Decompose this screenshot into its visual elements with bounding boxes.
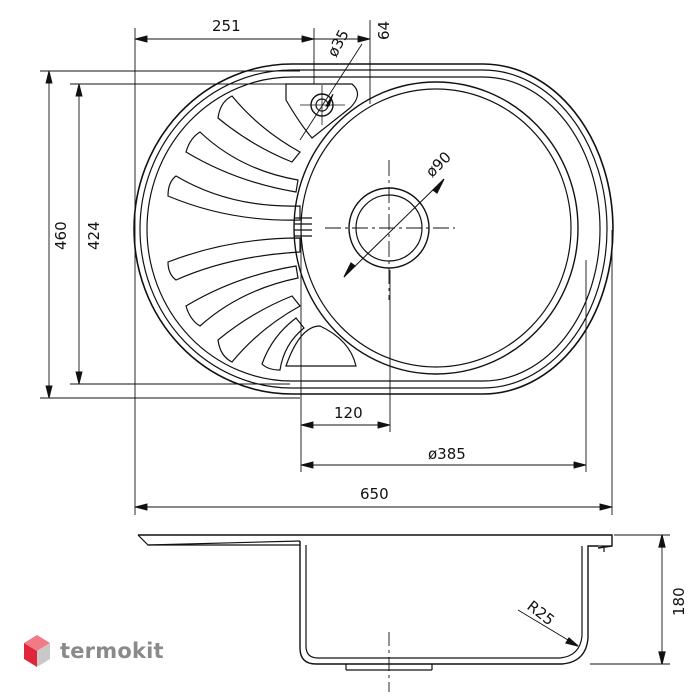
dim-120: 120: [334, 404, 363, 422]
dim-64: 64: [375, 21, 393, 40]
termokit-logo-icon: [24, 635, 50, 667]
dim-650: 650: [360, 485, 389, 503]
brand-logo: termokit: [22, 634, 164, 668]
drain-outlet: [325, 160, 455, 300]
sink-top-view: [133, 63, 614, 395]
dim-180: 180: [670, 587, 688, 616]
drainboard-ribs: [167, 95, 312, 371]
overflow-hole: [285, 83, 359, 139]
dim-251: 251: [212, 17, 241, 35]
dim-drain-hole: ø35: [324, 26, 353, 59]
dim-424: 424: [85, 221, 103, 250]
sink-side-view: [137, 534, 670, 692]
dim-460: 460: [52, 221, 70, 250]
bowl-outline: [293, 81, 579, 375]
dim-radius: R25: [524, 597, 558, 629]
brand-name: termokit: [60, 639, 164, 663]
dim-bowl: ø385: [428, 445, 466, 463]
dim-bowl-drain: ø90: [422, 148, 455, 181]
